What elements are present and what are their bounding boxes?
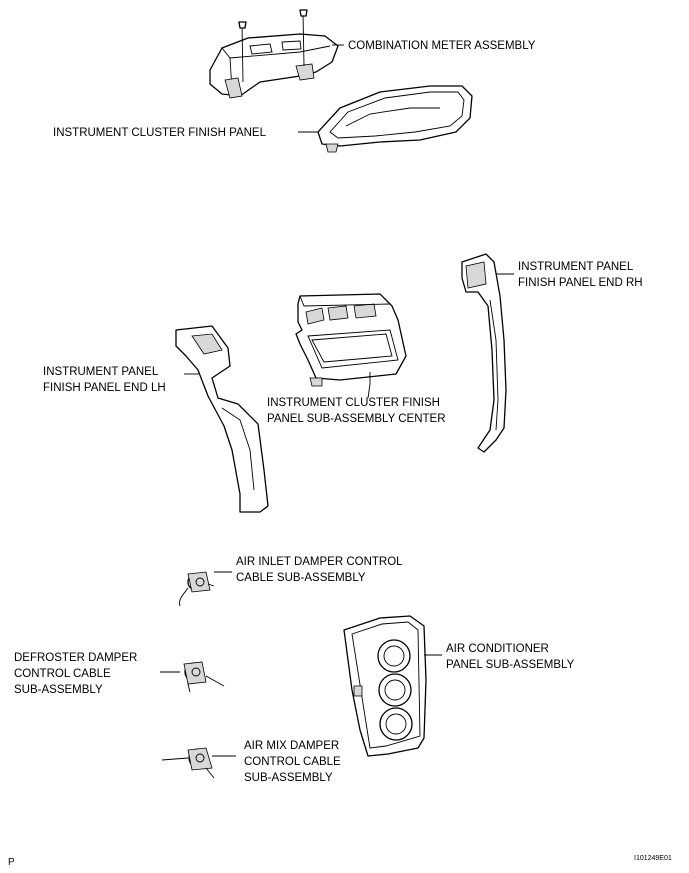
label-center-line1: INSTRUMENT CLUSTER FINISH bbox=[267, 397, 440, 409]
label-ac-panel-line1: AIR CONDITIONER bbox=[446, 643, 549, 655]
label-cluster-finish-panel: INSTRUMENT CLUSTER FINISH PANEL bbox=[53, 127, 267, 139]
finish-panel-end-rh bbox=[461, 253, 507, 453]
label-air-mix-line2: CONTROL CABLE bbox=[244, 756, 341, 768]
label-air-mix-line3: SUB-ASSEMBLY bbox=[244, 772, 333, 784]
corner-code-right: I101249E01 bbox=[634, 855, 672, 862]
label-combination-meter: COMBINATION METER ASSEMBLY bbox=[348, 40, 536, 52]
label-end-lh-line2: FINISH PANEL END LH bbox=[43, 382, 166, 394]
defroster-damper-cable bbox=[183, 661, 225, 693]
label-air-inlet-line2: CABLE SUB-ASSEMBLY bbox=[236, 572, 366, 584]
label-defroster-line1: DEFROSTER DAMPER bbox=[14, 652, 137, 664]
label-ac-panel-line2: PANEL SUB-ASSEMBLY bbox=[446, 659, 575, 671]
cluster-finish-panel-center bbox=[295, 293, 407, 387]
label-defroster-line3: SUB-ASSEMBLY bbox=[14, 684, 103, 696]
label-end-lh-line1: INSTRUMENT PANEL bbox=[43, 366, 159, 378]
label-defroster-line2: CONTROL CABLE bbox=[14, 668, 111, 680]
label-air-inlet-line1: AIR INLET DAMPER CONTROL bbox=[236, 556, 403, 568]
air-mix-damper-cable bbox=[161, 747, 215, 779]
air-inlet-damper-cable bbox=[179, 571, 215, 607]
label-air-mix-line1: AIR MIX DAMPER bbox=[244, 740, 339, 752]
label-end-rh-line1: INSTRUMENT PANEL bbox=[518, 261, 634, 273]
label-end-rh-line2: FINISH PANEL END RH bbox=[518, 277, 643, 289]
combination-meter-assembly bbox=[209, 9, 339, 99]
air-conditioner-panel bbox=[343, 615, 427, 757]
label-center-line2: PANEL SUB-ASSEMBLY CENTER bbox=[267, 413, 446, 425]
corner-code-left: P bbox=[8, 857, 15, 868]
instrument-cluster-finish-panel bbox=[317, 85, 473, 153]
finish-panel-end-lh bbox=[175, 325, 269, 513]
